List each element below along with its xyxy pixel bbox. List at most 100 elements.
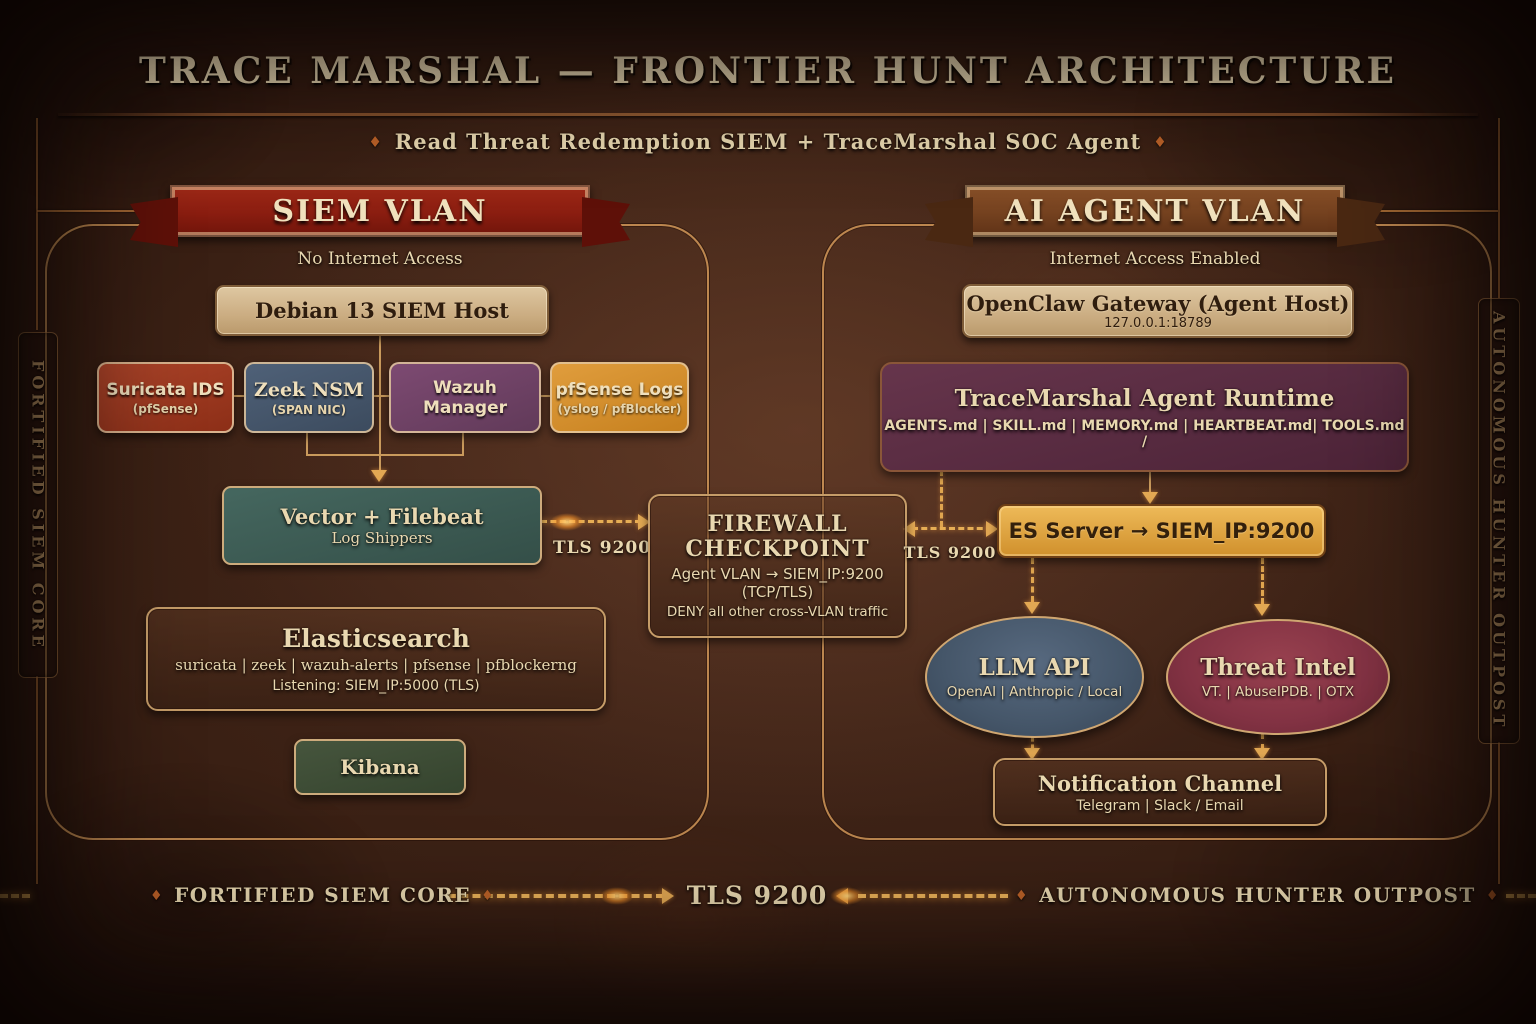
diamond-icon: ♦ <box>1015 888 1030 904</box>
vector-sub: Log Shippers <box>331 529 433 547</box>
node-vector-filebeat: Vector + Filebeat Log Shippers <box>222 486 542 565</box>
kibana-title: Kibana <box>340 755 420 779</box>
link-es-llm <box>1031 558 1034 602</box>
edge-line-left-top <box>36 118 38 330</box>
elasticsearch-title: Elasticsearch <box>282 624 470 653</box>
connector-runtime-es <box>1149 470 1151 494</box>
page-title: TRACE MARSHAL — FRONTIER HUNT ARCHITECTU… <box>139 50 1397 92</box>
arrowhead-icon <box>1254 604 1270 616</box>
agent-access-label: Internet Access Enabled <box>1049 249 1261 269</box>
siem-vlan-banner: SIEM VLAN <box>130 185 630 247</box>
arrowhead-icon <box>1142 492 1158 504</box>
footer-right-text: AUTONOMOUS HUNTER OUTPOST <box>1039 883 1476 907</box>
node-kibana: Kibana <box>294 739 466 795</box>
ribbon-tail-icon <box>130 197 178 247</box>
arrowhead-icon <box>662 888 674 904</box>
edge-line-left-bottom <box>36 676 38 884</box>
right-side-label: AUTONOMOUS HUNTER OUTPOST <box>1489 311 1509 731</box>
notify-title: Notification Channel <box>1037 770 1283 796</box>
node-elasticsearch: Elasticsearch suricata | zeek | wazuh-al… <box>146 607 606 711</box>
firewall-proto: (TCP/TLS) <box>741 582 814 601</box>
title-divider <box>58 113 1478 116</box>
ribbon-tail-icon <box>925 197 973 247</box>
left-side-label: FORTIFIED SIEM CORE <box>28 359 48 651</box>
right-side-plaque: AUTONOMOUS HUNTER OUTPOST <box>1478 298 1520 744</box>
page-subtitle: ♦ Read Threat Redemption SIEM + TraceMars… <box>0 129 1536 154</box>
link-es-intel <box>1261 558 1264 604</box>
footer-left-label: ♦ FORTIFIED SIEM CORE ♦ <box>140 883 494 907</box>
llm-sub: OpenAI | Anthropic / Local <box>946 684 1123 700</box>
ribbon-tail-icon <box>1337 197 1385 247</box>
es-server-title: ES Server → SIEM_IP:9200 <box>1008 519 1315 543</box>
arrowhead-icon <box>1024 748 1040 760</box>
notify-sub: Telegram | Slack / Email <box>1076 797 1244 814</box>
wazuh-title: Wazuh Manager <box>422 377 508 418</box>
pfsense-logs-sub: (yslog / pfBlocker) <box>557 401 682 416</box>
diamond-icon: ♦ <box>150 888 165 904</box>
diamond-icon: ♦ <box>1485 888 1500 904</box>
link-intel-notify <box>1261 733 1264 750</box>
link-vector-firewall <box>541 520 641 523</box>
suricata-sub: (pfSense) <box>132 401 199 416</box>
siem-access-label: No Internet Access <box>297 249 463 269</box>
connector-merge-bar <box>306 454 464 456</box>
diamond-icon: ♦ <box>368 133 383 151</box>
ribbon-tail-icon <box>582 197 630 247</box>
footer-edge-dash-right <box>1506 894 1536 898</box>
zeek-sub: (SPAN NIC) <box>271 402 347 417</box>
node-openclaw-gateway: OpenClaw Gateway (Agent Host) 127.0.0.1:… <box>962 284 1354 338</box>
arrowhead-icon <box>986 521 998 537</box>
arrowhead-icon <box>371 470 387 482</box>
arrowhead-icon <box>638 514 650 530</box>
footer-left-text: FORTIFIED SIEM CORE <box>174 883 472 907</box>
edge-line-right-bottom <box>1498 742 1500 884</box>
suricata-title: Suricata IDS <box>106 379 225 400</box>
siem-banner-label: SIEM VLAN <box>272 193 488 229</box>
intel-sub: VT. | AbuseIPDB. | OTX <box>1201 684 1355 700</box>
subtitle-text: Read Threat Redemption SIEM + TraceMarsh… <box>394 129 1142 154</box>
debian-host-title: Debian 13 SIEM Host <box>255 298 509 323</box>
edge-line-ribbon-left <box>37 210 137 212</box>
node-zeek: Zeek NSM (SPAN NIC) <box>244 362 374 433</box>
connector-wazuh-pfsense <box>537 395 551 397</box>
connector-wazuh-drop <box>462 429 464 456</box>
arrowhead-icon <box>1024 602 1040 614</box>
footer-edge-dash-left <box>0 894 30 898</box>
edge-line-right-top <box>1498 118 1500 298</box>
gateway-title: OpenClaw Gateway (Agent Host) <box>966 291 1350 316</box>
node-pfsense-logs: pfSense Logs (yslog / pfBlocker) <box>550 362 689 433</box>
footer-dash-left <box>448 894 664 898</box>
node-es-server: ES Server → SIEM_IP:9200 <box>997 504 1326 558</box>
link-firewall-es <box>912 527 992 530</box>
node-tracemarshal-runtime: TraceMarshal Agent Runtime AGENTS.md | S… <box>880 362 1409 472</box>
firewall-deny: DENY all other cross-VLAN traffic <box>666 603 889 620</box>
node-firewall-checkpoint: FIREWALL CHECKPOINT Agent VLAN → SIEM_IP… <box>648 494 907 638</box>
intel-title: Threat Intel <box>1200 654 1356 681</box>
connector-zeek-wazuh <box>370 395 390 397</box>
tls-label-right: TLS 9200 <box>903 543 997 562</box>
firewall-title1: FIREWALL <box>707 511 848 538</box>
connector-zeek-drop <box>306 429 308 456</box>
pfsense-logs-title: pfSense Logs <box>555 379 684 400</box>
runtime-files: AGENTS.md | SKILL.md | MEMORY.md | HEART… <box>884 417 1405 450</box>
diamond-icon: ♦ <box>481 888 496 904</box>
agent-banner-label: AI AGENT VLAN <box>1004 193 1306 229</box>
edge-line-ribbon-right <box>1378 210 1498 212</box>
node-wazuh: Wazuh Manager <box>389 362 541 433</box>
node-threat-intel: Threat Intel VT. | AbuseIPDB. | OTX <box>1166 619 1390 735</box>
footer-dash-right <box>858 894 1008 898</box>
vector-title: Vector + Filebeat <box>280 504 484 529</box>
link-runtime-firewall-drop <box>940 470 943 527</box>
connector-suricata-zeek <box>230 395 245 397</box>
ai-agent-vlan-banner: AI AGENT VLAN <box>925 185 1385 247</box>
tls-label-left: TLS 9200 <box>552 538 652 558</box>
link-llm-notify <box>1031 736 1034 750</box>
node-llm-api: LLM API OpenAI | Anthropic / Local <box>925 616 1144 738</box>
left-side-plaque: FORTIFIED SIEM CORE <box>18 332 58 678</box>
elasticsearch-listening: Listening: SIEM_IP:5000 (TLS) <box>272 678 480 694</box>
zeek-title: Zeek NSM <box>254 378 364 401</box>
node-debian-host: Debian 13 SIEM Host <box>215 285 549 336</box>
footer-tls-label: TLS 9200 <box>686 881 828 910</box>
node-suricata: Suricata IDS (pfSense) <box>97 362 234 433</box>
